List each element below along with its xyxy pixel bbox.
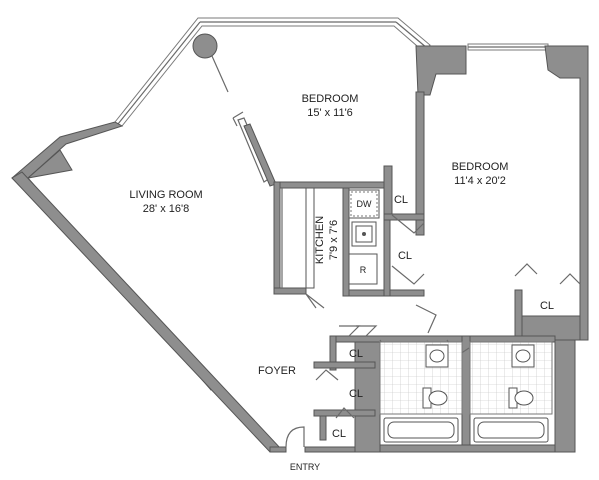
refrigerator-label: R [360,265,367,275]
bathroom-1 [379,341,463,443]
bedroom-1-name: BEDROOM [302,93,359,105]
dishwasher-label: DW [357,199,372,209]
dishwasher [348,189,380,219]
living-room-dims: 28' x 16'8 [143,203,189,215]
kitchen-dims: 7'9 x 7'6 [328,220,340,260]
bedroom-1-dims: 15' x 11'6 [307,107,353,119]
bedroom-2-name: BEDROOM [452,161,509,173]
kitchen-counter [305,187,315,289]
bedroom-2-dims: 11'4 x 20'2 [454,175,506,187]
closet-bath-upper: CL [349,348,363,360]
kitchen-fixtures [281,187,380,289]
closet-foyer: CL [349,388,363,400]
walls [11,33,589,453]
closet-kitchen-side: CL [398,250,412,262]
bathroom-2 [469,341,553,443]
closet-entry: CL [332,428,346,440]
foyer-name: FOYER [258,365,296,377]
room-labels: LIVING ROOM 28' x 16'8 BEDROOM 15' x 11'… [129,93,554,472]
closet-bedroom2: CL [540,300,554,312]
entry-label: ENTRY [290,462,320,472]
refrigerator [348,253,378,285]
living-room-name: LIVING ROOM [129,189,202,201]
kitchen-name: KITCHEN [314,216,326,264]
closet-bedroom1: CL [394,194,408,206]
